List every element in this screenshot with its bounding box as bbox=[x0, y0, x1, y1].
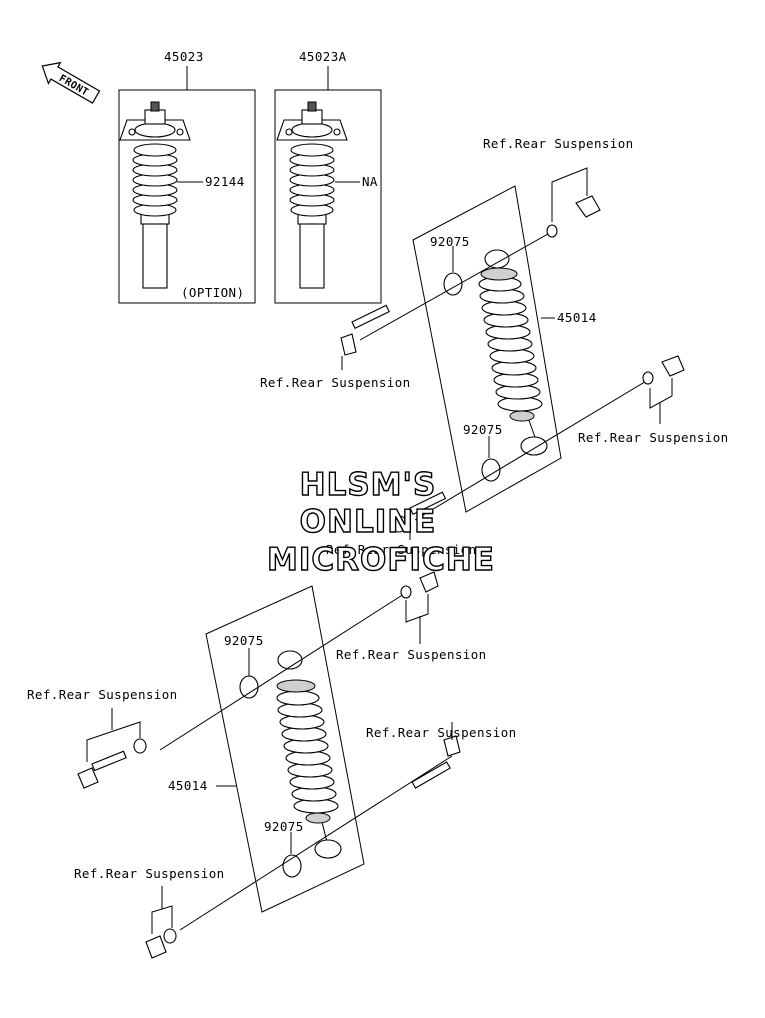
assembly-upper: 45014 92075 92075 bbox=[260, 136, 729, 557]
label-na: NA bbox=[362, 174, 378, 189]
ref-label-5: Ref.Rear Suspension bbox=[27, 687, 178, 702]
washer-bottom bbox=[163, 928, 177, 944]
label-option: (OPTION) bbox=[181, 285, 244, 300]
label-92075-c: 92075 bbox=[224, 633, 264, 648]
ref-label-6: Ref.Rear Suspension bbox=[336, 647, 487, 662]
shock-45023-drawing bbox=[119, 101, 191, 289]
watermark-line-2: ONLINE bbox=[300, 504, 437, 540]
ref-label-4: Ref.Rear Suspension bbox=[326, 542, 477, 557]
bushing-92075-a bbox=[443, 272, 463, 296]
label-92075-a: 92075 bbox=[430, 234, 470, 249]
box-45023: 45023 92144 (OPTION) bbox=[118, 49, 256, 304]
label-92075-d: 92075 bbox=[264, 819, 304, 834]
label-45014-lower: 45014 bbox=[168, 778, 208, 793]
label-45014-upper: 45014 bbox=[557, 310, 597, 325]
watermark-line-3: MICROFICHE bbox=[267, 542, 495, 578]
ref-label-2: Ref.Rear Suspension bbox=[483, 136, 634, 151]
nut-upper-right bbox=[419, 571, 439, 593]
watermark-line-1: HLSM'S bbox=[300, 467, 437, 503]
shock-45014-lower-drawing bbox=[276, 650, 342, 859]
assembly-lower: 45014 92075 92075 bbox=[27, 571, 517, 959]
label-45023a: 45023A bbox=[299, 49, 347, 64]
ref-label-3: Ref.Rear Suspension bbox=[578, 430, 729, 445]
watermark: HLSM'S ONLINE MICROFICHE bbox=[266, 466, 495, 578]
bushing-92075-b bbox=[481, 458, 501, 482]
front-arrow-icon: FRONT bbox=[41, 61, 101, 104]
washer-lower-left bbox=[133, 738, 147, 754]
bushing-92075-d bbox=[282, 854, 302, 878]
bolt-head-lower-left bbox=[77, 767, 99, 789]
bolt-head-lower bbox=[390, 515, 408, 533]
shock-45014-upper-drawing bbox=[478, 249, 548, 456]
washer-upper-right bbox=[400, 585, 412, 599]
shock-45023a-drawing bbox=[276, 101, 348, 289]
label-92075-b: 92075 bbox=[463, 422, 503, 437]
box-45023a: 45023A NA bbox=[274, 49, 382, 304]
nut-lower bbox=[661, 355, 685, 377]
nut-upper bbox=[575, 195, 601, 218]
label-92144: 92144 bbox=[205, 174, 245, 189]
label-45023: 45023 bbox=[164, 49, 204, 64]
nut-bottom bbox=[145, 935, 167, 959]
bushing-92075-c bbox=[239, 675, 259, 699]
bolt-head-upper bbox=[340, 333, 357, 356]
ref-label-7: Ref.Rear Suspension bbox=[366, 725, 517, 740]
washer-upper bbox=[546, 224, 558, 238]
ref-label-1: Ref.Rear Suspension bbox=[260, 375, 411, 390]
ref-label-8: Ref.Rear Suspension bbox=[74, 866, 225, 881]
washer-lower bbox=[642, 371, 654, 385]
